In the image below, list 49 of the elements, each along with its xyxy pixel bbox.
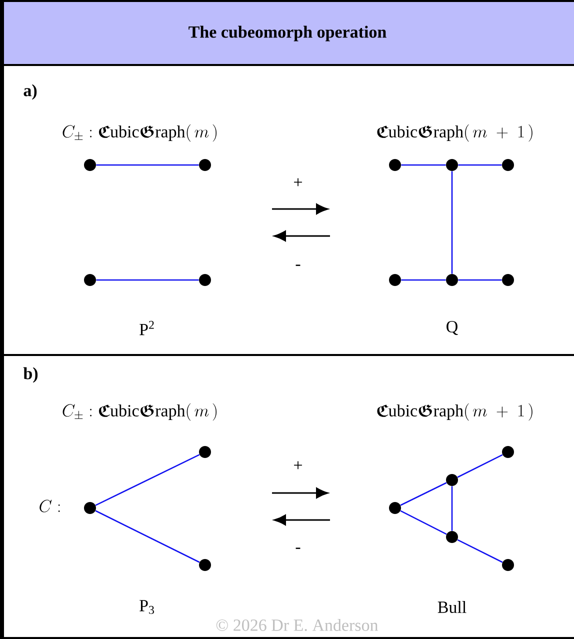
graph-edge — [95, 510, 200, 563]
graph-edge — [96, 279, 199, 281]
graph-vertex — [502, 446, 514, 458]
arrow-sign: - — [296, 548, 300, 549]
graph-vertex — [84, 159, 96, 171]
graph-vertex — [389, 502, 401, 514]
graph-label: Bull — [438, 601, 466, 613]
graph-vertex — [502, 274, 514, 286]
graph-vertex — [446, 474, 458, 486]
graph-vertex — [389, 159, 401, 171]
graph-vertex — [389, 274, 401, 286]
graph-vertex — [199, 159, 211, 171]
formula: $C_{\pm}:\boldsymbol{\mathfrak{C}}\mathrm{ubic}\boldsymbol{\mathfrak{G}}\mathrm{raph}(\,m\,)$ — [62, 403, 217, 421]
graph-vertex — [446, 159, 458, 171]
formula: $C:$ — [40, 500, 60, 512]
graph-edge — [457, 454, 503, 478]
formula: $C_{\pm}:\boldsymbol{\mathfrak{C}}\mathrm{ubic}\boldsymbol{\mathfrak{G}}\mathrm{raph}(\,m\,)$ — [62, 124, 217, 142]
graph-edge — [457, 539, 503, 563]
arrow-sign: + — [294, 178, 302, 186]
graph-edge — [401, 279, 446, 281]
graph-edge — [400, 482, 447, 506]
graph-vertex — [199, 559, 211, 571]
graph-vertex — [502, 159, 514, 171]
formula: $\boldsymbol{\mathfrak{C}}\mathrm{ubic}\boldsymbol{\mathfrak{G}}\mathrm{raph}(\,m\;+\;1\,)$ — [377, 403, 532, 421]
graph-label: P$_{3}$ — [140, 600, 154, 614]
graph-edge — [401, 164, 446, 166]
graph-vertex — [199, 446, 211, 458]
formula: $\boldsymbol{\mathfrak{C}}\mathrm{ubic}\boldsymbol{\mathfrak{G}}\mathrm{raph}(\,m\;+\;1\,)$ — [377, 124, 532, 142]
graph-edge — [451, 171, 453, 274]
graph-vertex — [84, 502, 96, 514]
graph-edge — [95, 454, 200, 506]
section-label: b) — [23, 367, 38, 383]
graph-vertex — [446, 274, 458, 286]
graph-vertex — [199, 274, 211, 286]
graph-vertex — [502, 559, 514, 571]
graph-label: Q — [446, 321, 458, 336]
graph-edge — [96, 164, 199, 166]
title-band: The cubeomorph operation — [0, 1, 574, 66]
graph-label: P$^{2}$ — [140, 320, 154, 336]
graph-edge — [451, 486, 453, 531]
copyright-notice: © 2026 Dr E. Anderson — [216, 619, 378, 632]
graph-vertex — [446, 531, 458, 543]
arrow-sign: + — [294, 461, 302, 470]
arrow-sign: - — [296, 264, 300, 266]
graph-vertex — [84, 274, 96, 286]
graph-edge — [458, 164, 502, 166]
section-label: a) — [24, 84, 37, 100]
graph-edge — [458, 279, 502, 281]
graph-edge — [400, 510, 447, 535]
